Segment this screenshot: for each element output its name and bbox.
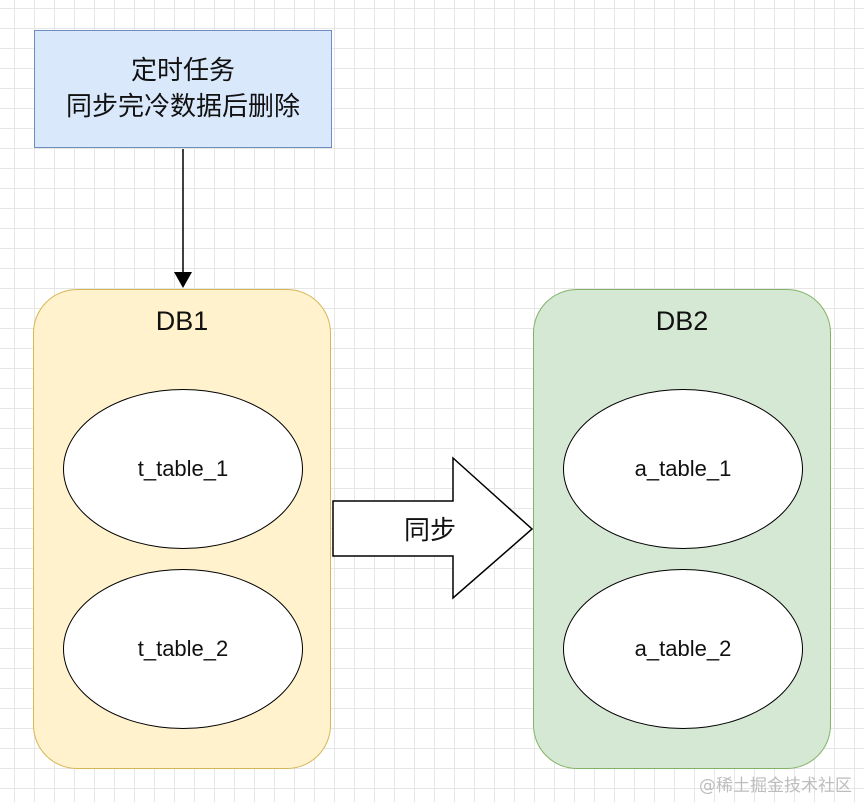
watermark: @稀土掘金技术社区	[699, 776, 852, 796]
db2-table-1: a_table_1	[563, 389, 803, 549]
db1-container: DB1 t_table_1 t_table_2	[33, 289, 331, 769]
connector-arrowhead	[174, 272, 192, 288]
db2-title: DB2	[655, 306, 709, 336]
db2-container: DB2 a_table_1 a_table_2	[533, 289, 831, 769]
db2-table-2: a_table_2	[563, 569, 803, 729]
sync-arrow-label: 同步	[403, 516, 456, 546]
sync-arrow	[332, 456, 534, 600]
db1-table-1-label: t_table_1	[137, 456, 229, 481]
db2-table-1-label: a_table_1	[634, 456, 732, 481]
task-line-2: 同步完冷数据后删除	[65, 92, 300, 122]
db1-table-2: t_table_2	[63, 569, 303, 729]
db1-table-1: t_table_1	[63, 389, 303, 549]
scheduled-task-box: 定时任务 同步完冷数据后删除	[34, 30, 332, 148]
db1-title: DB1	[155, 306, 209, 336]
db2-table-2-label: a_table_2	[634, 636, 732, 661]
db1-table-2-label: t_table_2	[137, 636, 229, 661]
task-line-1: 定时任务	[130, 56, 235, 86]
